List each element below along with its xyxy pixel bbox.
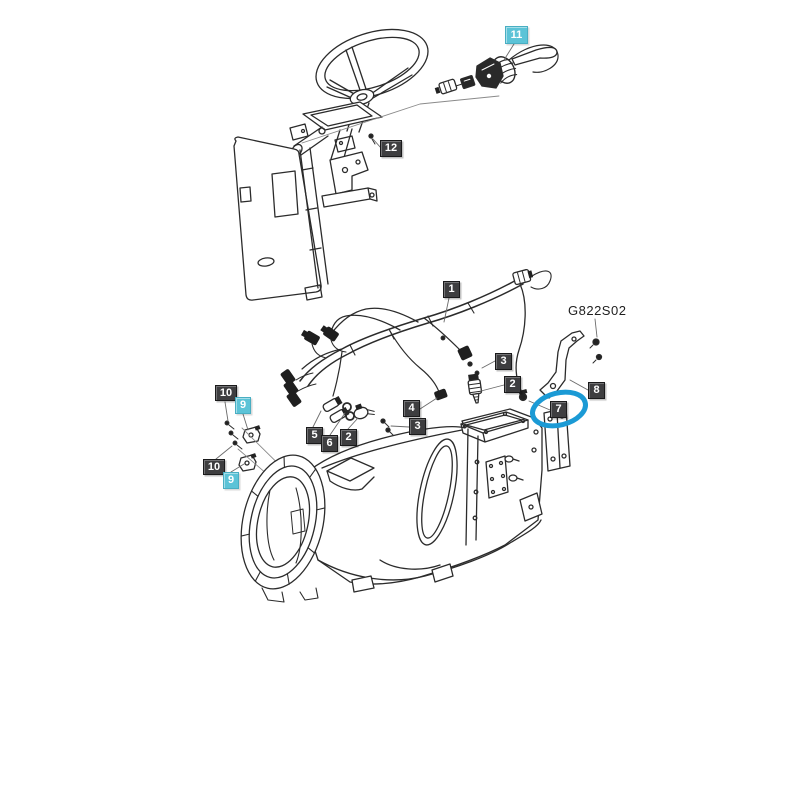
leader-lines: [215, 43, 598, 473]
part-label-4[interactable]: 4: [403, 400, 420, 417]
part-label-10[interactable]: 10: [215, 385, 237, 401]
part-label-6[interactable]: 6: [321, 435, 338, 452]
steering-column-bracket: [233, 101, 383, 301]
part-label-3[interactable]: 3: [409, 418, 426, 435]
part-label-2[interactable]: 2: [504, 376, 521, 393]
part-label-7[interactable]: 7: [550, 401, 567, 418]
transmission-gearbox: [240, 407, 571, 603]
part-label-3[interactable]: 3: [495, 353, 512, 370]
part-label-8[interactable]: 8: [588, 382, 605, 399]
mount-bracket: [539, 330, 603, 399]
part-label-9[interactable]: 9: [235, 397, 251, 414]
part-label-2[interactable]: 2: [340, 429, 357, 446]
wiring-harness: [280, 268, 552, 437]
control-lever-assembly: [301, 44, 559, 144]
drawing-code: G822S02: [568, 303, 627, 318]
part-label-9[interactable]: 9: [223, 472, 239, 489]
part-label-5[interactable]: 5: [306, 427, 323, 444]
part-label-1[interactable]: 1: [443, 281, 460, 298]
part-label-12[interactable]: 12: [380, 140, 402, 157]
part-label-11[interactable]: 11: [505, 26, 528, 44]
part-label-10[interactable]: 10: [203, 459, 225, 475]
highlight-ellipse: [530, 389, 588, 429]
sensor-part-2: [467, 373, 483, 404]
